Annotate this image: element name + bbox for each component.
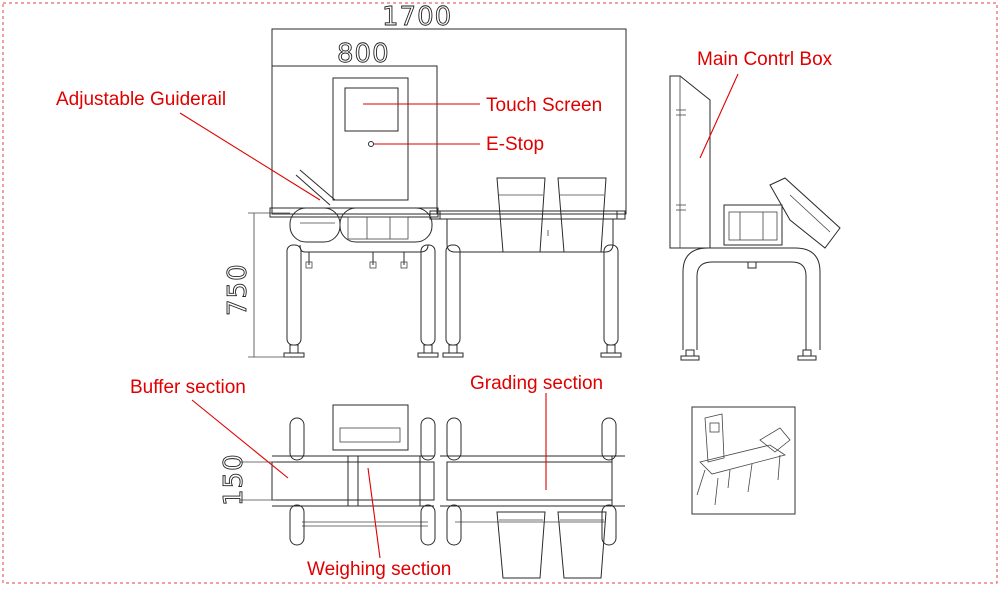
top-foot-5 [289, 504, 305, 546]
touch-screen [344, 87, 399, 132]
leader-buffer [191, 399, 289, 479]
top-bin-1 [496, 511, 546, 579]
weighing-cabinet-outline [271, 65, 438, 215]
label-grading-section: Grading section [470, 373, 603, 394]
top-foot-7 [446, 504, 462, 546]
front-leg-2 [420, 244, 436, 346]
e-stop-button [368, 141, 374, 147]
side-view [669, 75, 841, 361]
leader-guiderail [179, 112, 321, 201]
dimension-overall-length: 1700 [382, 2, 452, 32]
weighing-belt-loop [339, 207, 433, 243]
top-foot-1 [289, 417, 305, 461]
top-view [240, 404, 625, 579]
top-foot-8 [601, 504, 617, 546]
leader-weighing [367, 467, 381, 559]
front-leg-4 [603, 244, 619, 346]
label-main-control-box: Main Contrl Box [697, 49, 833, 70]
front-view [248, 28, 627, 358]
dimension-belt-width: 150 [219, 453, 249, 506]
side-reject-chute [769, 177, 841, 249]
top-foot-2 [420, 417, 436, 461]
isometric-frame [691, 406, 796, 515]
grading-frame [446, 219, 614, 253]
top-grading-belt [446, 461, 613, 501]
label-touch-screen: Touch Screen [486, 95, 602, 116]
reject-bin-2 [557, 177, 607, 253]
reject-bin-1 [496, 177, 546, 253]
side-frame-inner [696, 261, 807, 350]
leader-control-box [699, 73, 739, 159]
grading-conveyor-bed [439, 210, 626, 220]
annotation-leaders [179, 73, 739, 559]
label-weighing-section: Weighing section [307, 559, 451, 580]
side-frame-outer [682, 247, 821, 350]
control-cabinet-outline [271, 28, 627, 215]
top-cabinet [332, 404, 409, 451]
label-adjustable-guiderail: Adjustable Guiderail [56, 89, 226, 110]
top-bin-2 [557, 511, 607, 579]
side-conveyor [723, 204, 783, 246]
top-foot-4 [601, 417, 617, 461]
top-foot-3 [446, 417, 462, 461]
front-leg-1 [286, 244, 302, 346]
top-foot-6 [420, 504, 436, 546]
front-leg-3 [445, 244, 461, 346]
dimension-height: 750 [223, 263, 253, 316]
top-buffer-weigh-belt [271, 461, 435, 501]
display-tower [332, 77, 409, 201]
front-frame-rail [299, 244, 429, 253]
isometric-view [691, 406, 796, 515]
side-control-box [669, 75, 711, 249]
dimension-weighing-length: 800 [337, 39, 390, 69]
buffer-belt-loop [289, 207, 341, 243]
label-buffer-section: Buffer section [130, 377, 246, 398]
label-e-stop: E-Stop [486, 134, 544, 155]
